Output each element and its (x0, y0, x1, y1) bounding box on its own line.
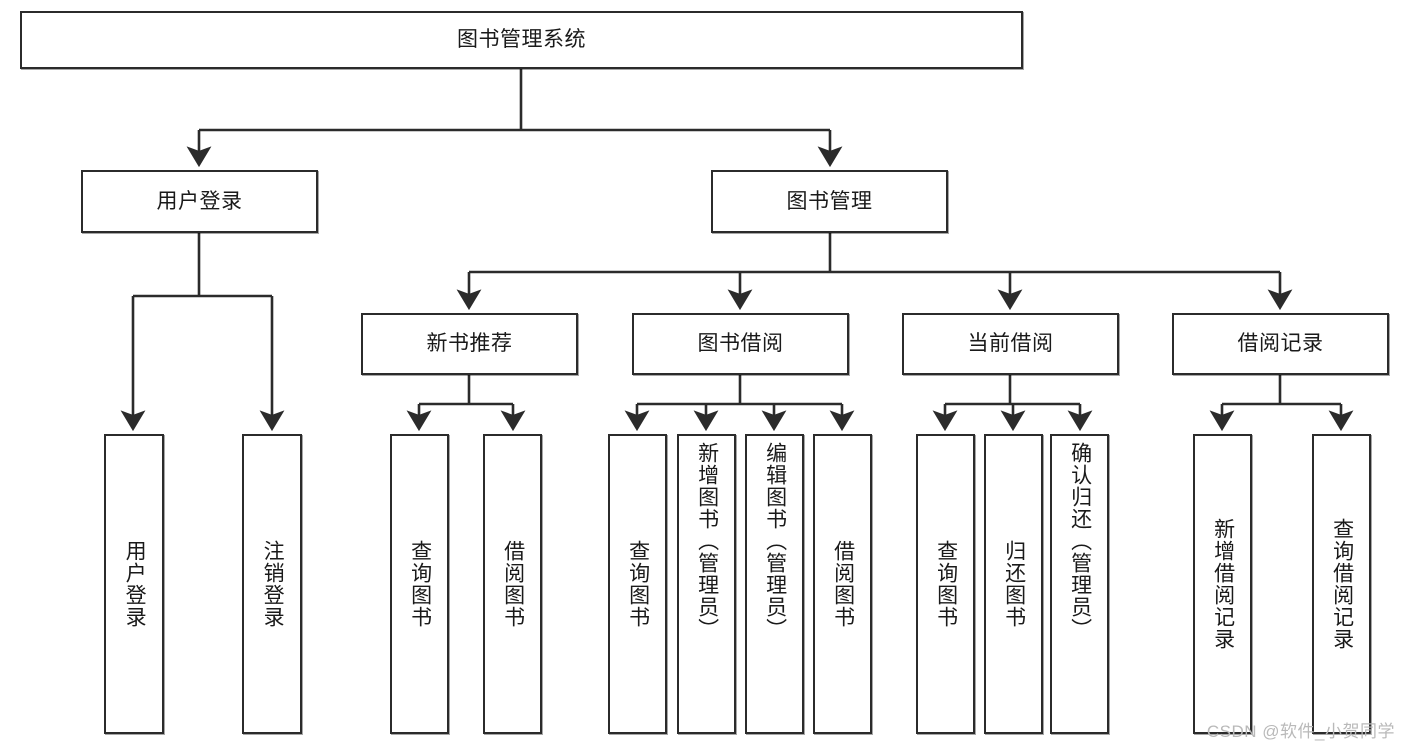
leaf-currentborrow-return-book-label: 归还图书 (1002, 540, 1026, 628)
leaf-logout-login-label: 注销登录 (261, 540, 285, 628)
leaf-currentborrow-query-book[interactable]: 查询图书 (916, 434, 975, 734)
node-user-login-label: 用户登录 (156, 189, 243, 213)
csdn-watermark: CSDN @软件_小贺同学 (1206, 722, 1395, 741)
leaf-borrowrecords-query-record[interactable]: 查询借阅记录 (1312, 434, 1371, 734)
leaf-newbook-query-book-label: 查询图书 (408, 540, 432, 628)
node-book-management-label: 图书管理 (786, 189, 873, 213)
node-book-management[interactable]: 图书管理 (711, 170, 948, 233)
leaf-bookborrow-query-book-label: 查询图书 (626, 540, 650, 628)
leaf-currentborrow-confirm-return-label: 确认归还（管理员） (1068, 442, 1092, 640)
leaf-logout-login[interactable]: 注销登录 (242, 434, 302, 734)
leaf-borrowrecords-add-record[interactable]: 新增借阅记录 (1193, 434, 1252, 734)
leaf-user-login[interactable]: 用户登录 (104, 434, 164, 734)
node-user-login[interactable]: 用户登录 (81, 170, 318, 233)
node-root[interactable]: 图书管理系统 (20, 11, 1023, 69)
node-new-book-recommend[interactable]: 新书推荐 (361, 313, 578, 375)
leaf-bookborrow-edit-book[interactable]: 编辑图书（管理员） (745, 434, 804, 734)
leaf-bookborrow-edit-book-label: 编辑图书（管理员） (763, 442, 787, 640)
leaf-currentborrow-query-book-label: 查询图书 (934, 540, 958, 628)
node-current-borrow[interactable]: 当前借阅 (902, 313, 1119, 375)
leaf-currentborrow-return-book[interactable]: 归还图书 (984, 434, 1043, 734)
leaf-bookborrow-add-book-label: 新增图书（管理员） (695, 442, 719, 640)
node-book-borrow[interactable]: 图书借阅 (632, 313, 849, 375)
leaf-newbook-query-book[interactable]: 查询图书 (390, 434, 449, 734)
leaf-newbook-borrow-book[interactable]: 借阅图书 (483, 434, 542, 734)
node-current-borrow-label: 当前借阅 (967, 332, 1054, 356)
node-book-borrow-label: 图书借阅 (697, 332, 784, 356)
leaf-bookborrow-borrow-book-label: 借阅图书 (831, 540, 855, 628)
leaf-user-login-label: 用户登录 (123, 540, 147, 628)
leaf-bookborrow-borrow-book[interactable]: 借阅图书 (813, 434, 872, 734)
node-borrow-records[interactable]: 借阅记录 (1172, 313, 1389, 375)
leaf-borrowrecords-query-record-label: 查询借阅记录 (1330, 518, 1354, 650)
leaf-borrowrecords-add-record-label: 新增借阅记录 (1211, 518, 1235, 650)
leaf-newbook-borrow-book-label: 借阅图书 (501, 540, 525, 628)
node-borrow-records-label: 借阅记录 (1237, 332, 1324, 356)
node-new-book-recommend-label: 新书推荐 (426, 332, 513, 356)
leaf-bookborrow-query-book[interactable]: 查询图书 (608, 434, 667, 734)
leaf-currentborrow-confirm-return[interactable]: 确认归还（管理员） (1050, 434, 1109, 734)
node-root-label: 图书管理系统 (457, 28, 586, 52)
leaf-bookborrow-add-book[interactable]: 新增图书（管理员） (677, 434, 736, 734)
